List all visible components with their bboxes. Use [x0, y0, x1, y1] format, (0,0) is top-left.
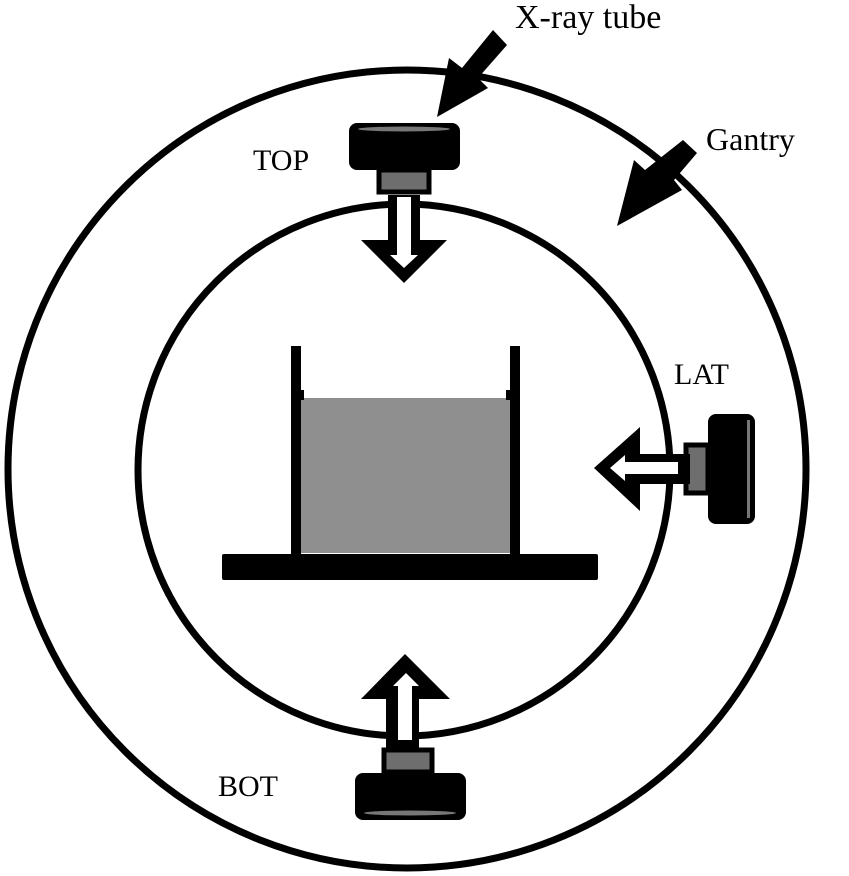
- label-lat: LAT: [674, 358, 729, 391]
- beam-lat-core: [610, 455, 678, 481]
- tube-top: [349, 123, 460, 283]
- label-xray-tube: X-ray tube: [515, 0, 661, 36]
- pointer-arrow-icon: [617, 140, 697, 226]
- label-gantry: Gantry: [706, 121, 795, 157]
- x-ray-tube-icon: [349, 123, 460, 170]
- beam-bot-core: [393, 673, 419, 740]
- phantom-right-wall: [510, 346, 520, 556]
- gantry-outer-circle: [4, 66, 810, 872]
- beam-top-core: [390, 197, 418, 268]
- tube-top-rim: [358, 126, 450, 132]
- tube-lat-rim: [747, 420, 750, 518]
- tube-bot-rim: [364, 810, 456, 816]
- tube-top-collimator: [376, 167, 432, 195]
- label-bot: BOT: [218, 770, 278, 803]
- phantom-base-plate: [222, 554, 598, 580]
- phantom-left-ledge: [300, 390, 304, 400]
- phantom-liquid: [300, 398, 510, 553]
- phantom-left-wall: [291, 346, 301, 556]
- phantom-right-ledge: [506, 390, 510, 400]
- pointer-xray-tube: [437, 30, 507, 117]
- tube-bot-collimator: [381, 747, 435, 775]
- pointer-gantry: [617, 140, 697, 226]
- x-ray-tube-icon: [355, 773, 466, 820]
- tube-bot: [355, 654, 466, 820]
- phantom: [222, 346, 598, 580]
- tube-lat: [594, 414, 755, 524]
- label-top: TOP: [253, 144, 309, 177]
- pointer-arrow-icon: [437, 30, 507, 117]
- x-ray-tube-icon: [708, 414, 755, 524]
